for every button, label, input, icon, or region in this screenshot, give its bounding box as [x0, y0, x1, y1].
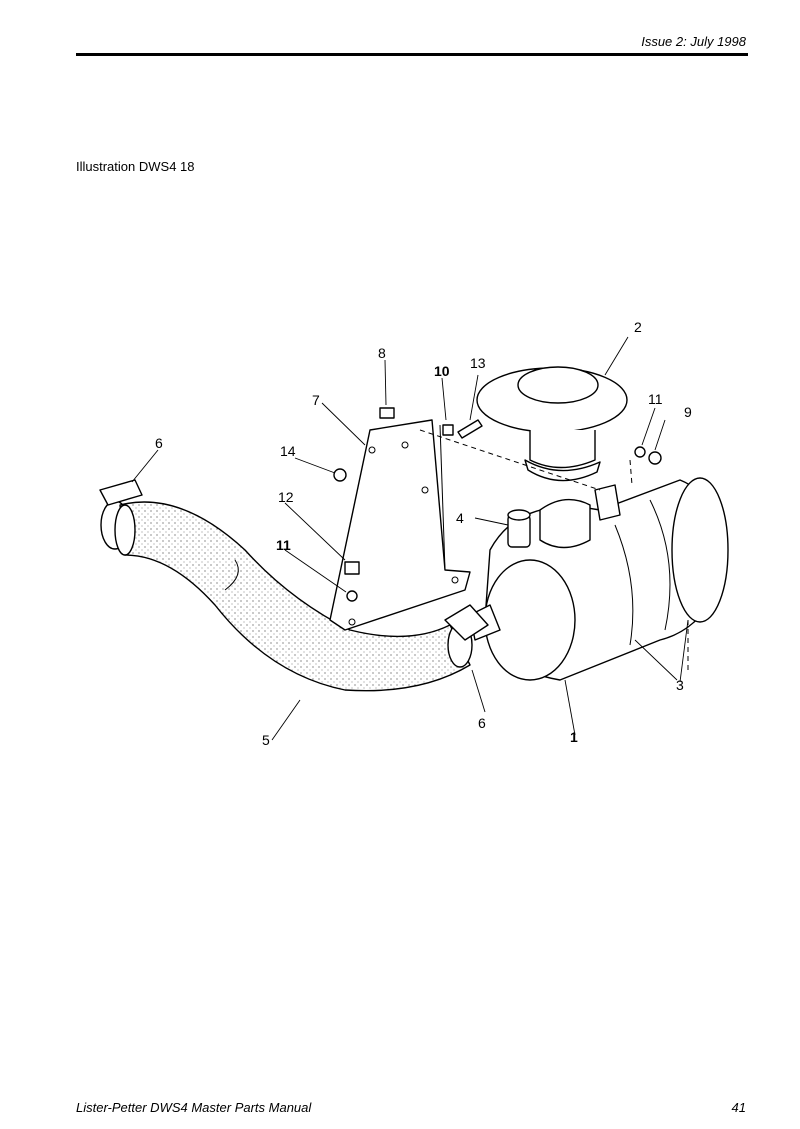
callout-13: 13: [470, 355, 486, 371]
callout-leaders: [131, 336, 689, 741]
callout-10: 10: [434, 363, 450, 379]
footer-title: Lister-Petter DWS4 Master Parts Manual: [76, 1100, 312, 1115]
air-cleaner-body: [469, 477, 729, 681]
dust-valve: [507, 509, 531, 548]
page-number: 41: [731, 1100, 746, 1115]
callout-3: 3: [676, 677, 684, 693]
header-issue: Issue 2: July 1998: [641, 34, 746, 49]
mounting-bracket: [329, 419, 471, 631]
fasteners: [333, 407, 662, 602]
pre-cleaner-cap: [476, 366, 628, 482]
callout-5: 5: [262, 732, 270, 748]
hose-clamp-right: [444, 604, 489, 641]
exploded-parts-diagram: 1 2 3 4 5 6 6 7 8 10 13 11 9 14 12 11: [99, 319, 729, 748]
header-rule: [76, 53, 748, 56]
callout-7: 7: [312, 392, 320, 408]
callout-12: 12: [278, 489, 294, 505]
callout-14: 14: [280, 443, 296, 459]
callout-2: 2: [634, 319, 642, 335]
callout-6-right: 6: [478, 715, 486, 731]
callout-6-left: 6: [155, 435, 163, 451]
callout-1: 1: [570, 729, 578, 745]
callout-11-right: 11: [648, 391, 663, 407]
callout-9: 9: [684, 404, 692, 420]
callout-11-left: 11: [276, 537, 291, 553]
callout-8: 8: [378, 345, 386, 361]
callout-4: 4: [456, 510, 464, 526]
illustration-caption: Illustration DWS4 18: [76, 159, 195, 174]
